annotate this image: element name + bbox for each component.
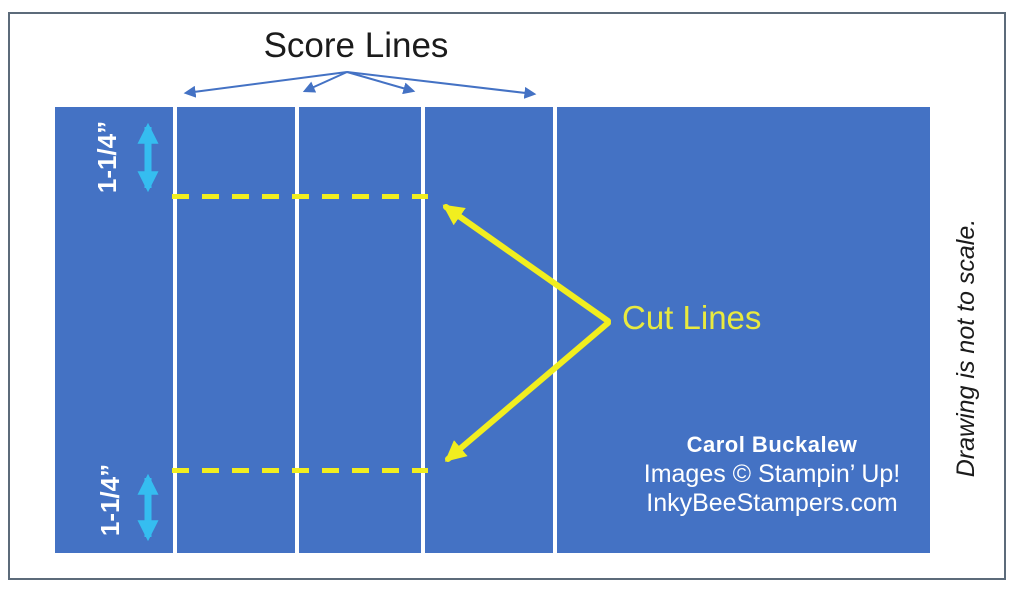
cut-lines-label: Cut Lines [622, 299, 762, 336]
not-to-scale-label: Drawing is not to scale. [952, 218, 980, 478]
score-line-3 [421, 107, 425, 553]
cut-line-top [172, 194, 428, 199]
score-line-4 [553, 107, 557, 553]
score-line-1 [173, 107, 177, 553]
website-link: InkyBeeStampers.com [646, 489, 898, 517]
measurement-bottom-label: 1-1/4” [95, 463, 125, 537]
score-lines-label: Score Lines [263, 26, 449, 65]
cut-line-bottom [172, 468, 428, 473]
author-name: Carol Buckalew [686, 432, 858, 457]
score-line-2 [295, 107, 299, 553]
measurement-top-label: 1-1/4” [92, 120, 122, 194]
credits-block: Carol Buckalew Images © Stampin’ Up! Ink… [622, 430, 922, 518]
copyright-line: Images © Stampin’ Up! [643, 460, 901, 488]
